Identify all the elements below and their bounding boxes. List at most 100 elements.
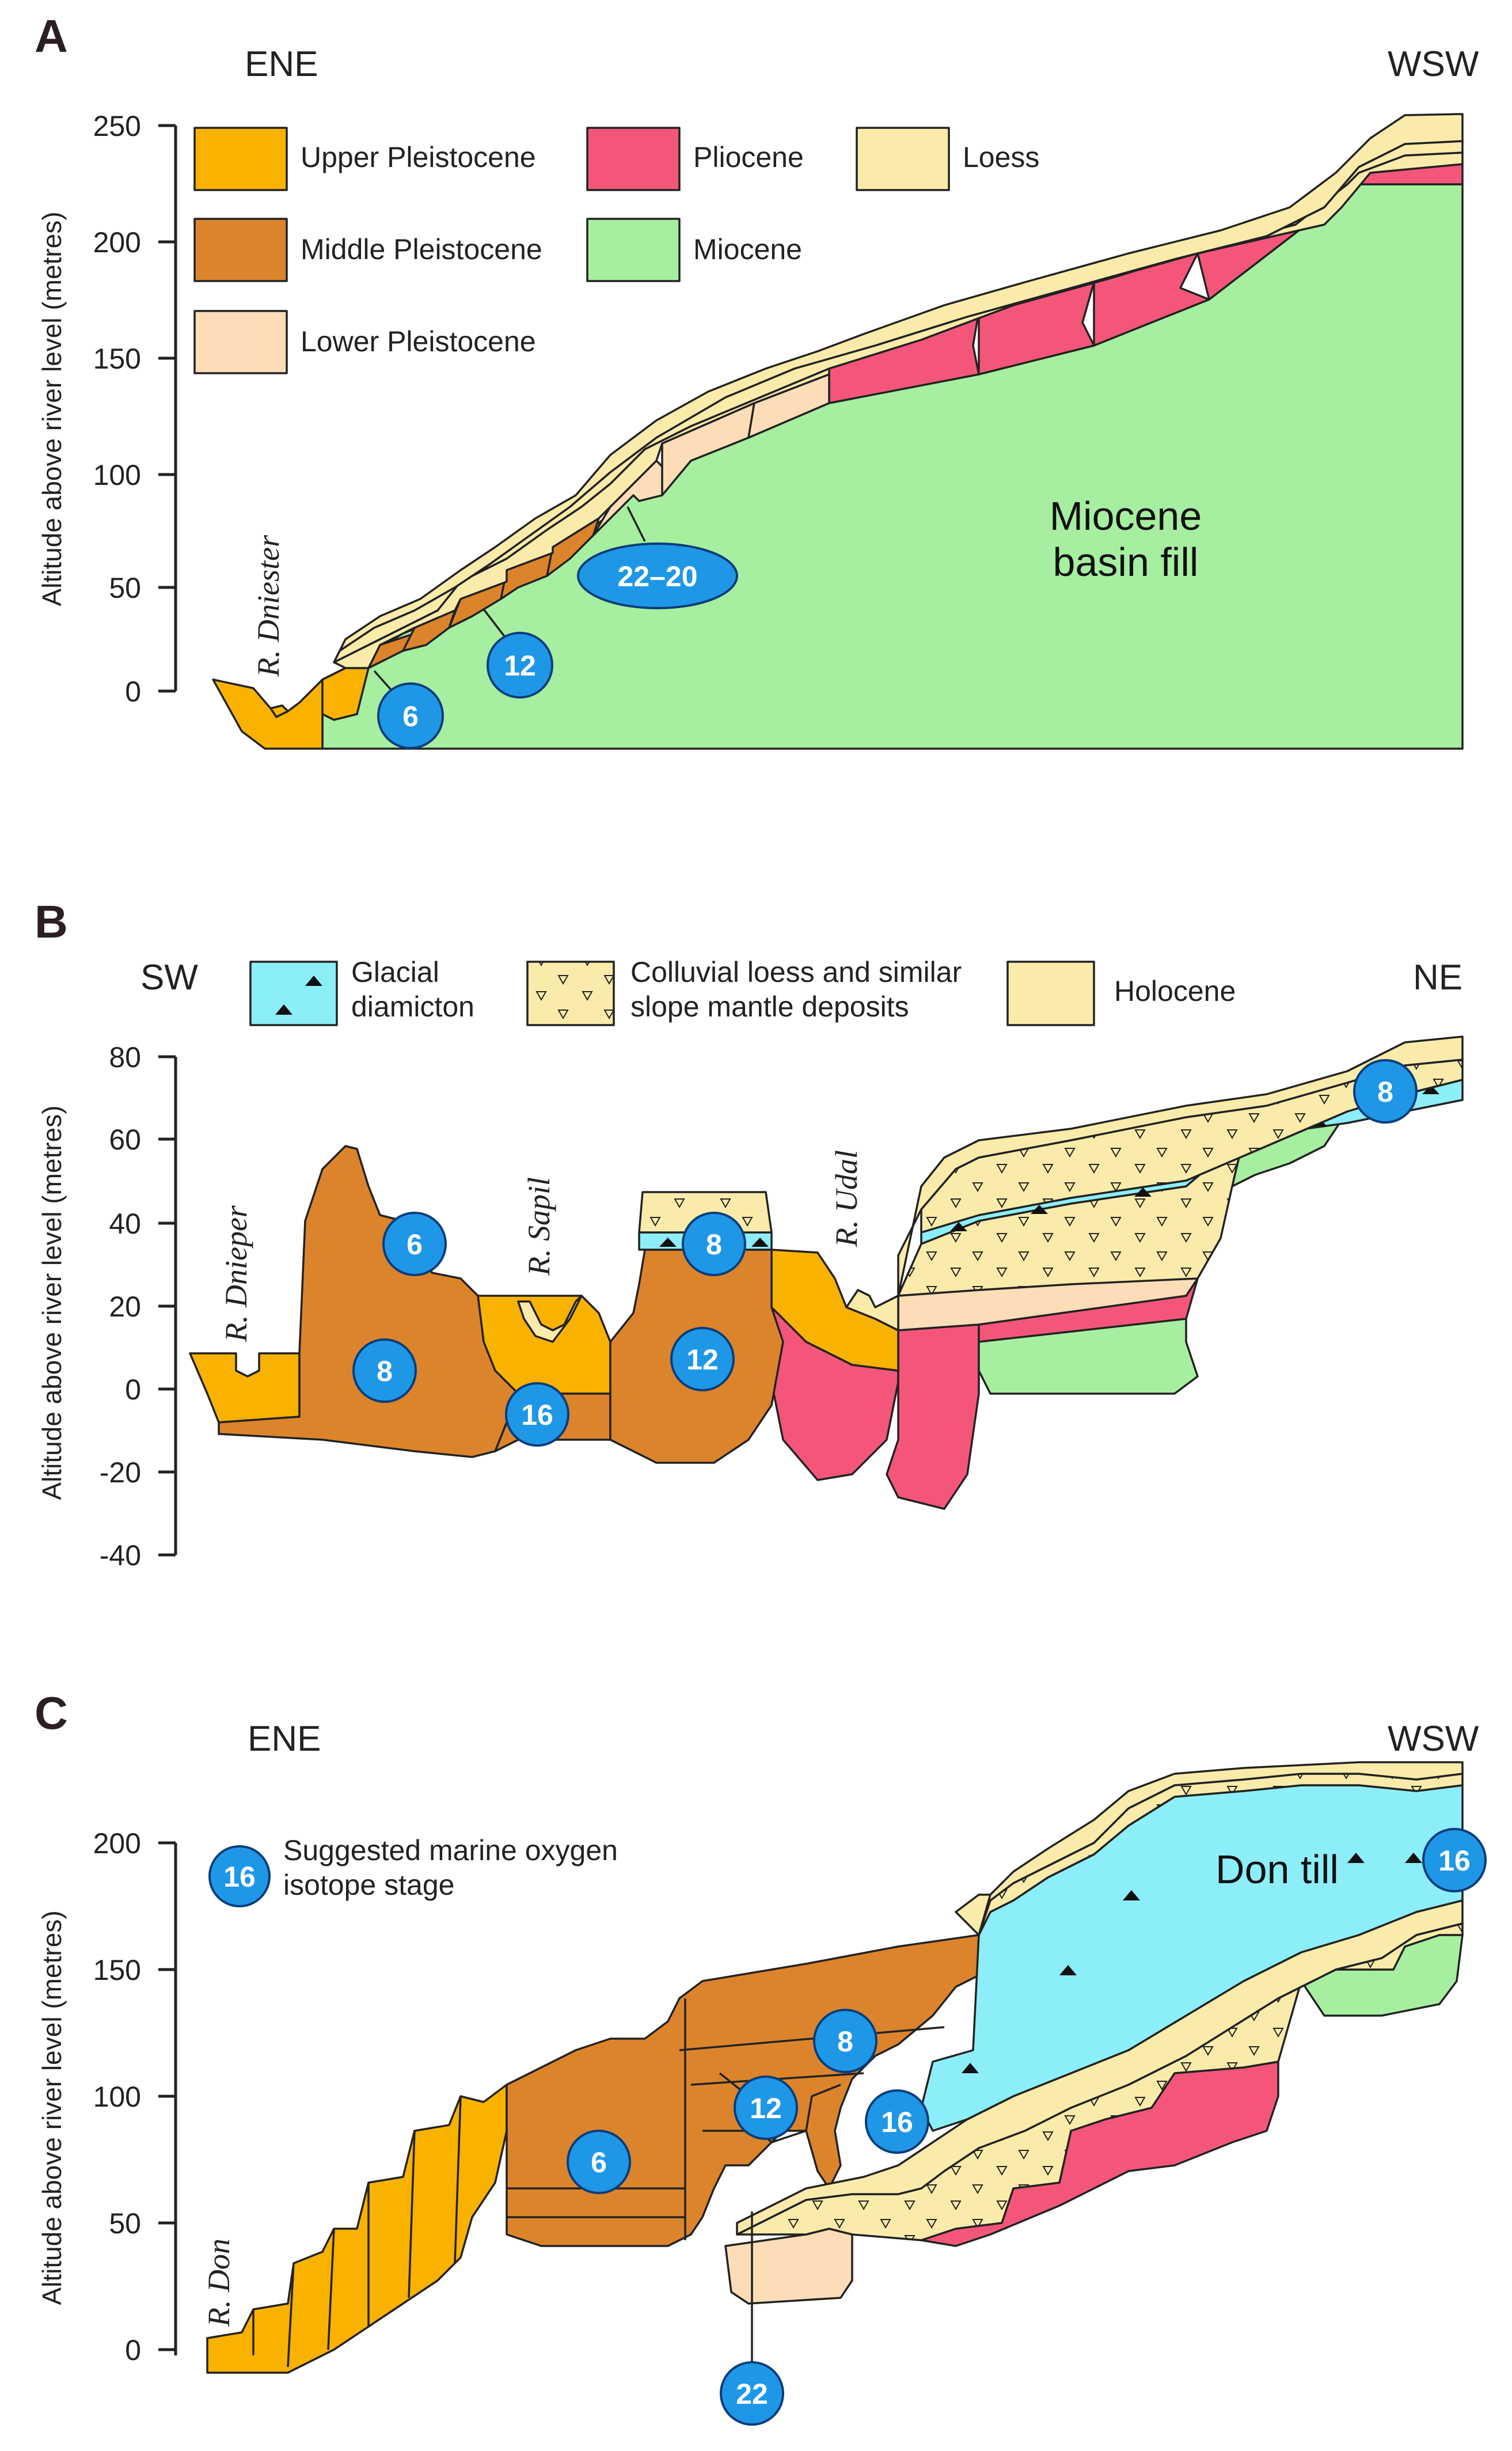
legend-swatch-glacial-diamicton <box>249 961 338 1026</box>
svg-text:16: 16 <box>881 2106 913 2138</box>
legend-swatch-loess <box>856 127 950 191</box>
legend-swatch-miocene <box>586 218 681 282</box>
colluvial-cap-sapil <box>638 1191 773 1234</box>
panel-a-tick-0: 0 <box>125 676 141 708</box>
miocene-body <box>978 1318 1199 1395</box>
panel-c-badge-16-middle: 16 <box>865 2089 929 2154</box>
holocene-udal <box>845 1289 899 1331</box>
upper-pleistocene-valley <box>212 678 324 750</box>
panel-c: C ENE WSW 200 150 100 50 0 Altitude abov… <box>35 1687 1487 2426</box>
svg-text:12: 12 <box>504 650 536 682</box>
panel-b-cross-section <box>189 1035 1464 1510</box>
panel-a-tick-200: 200 <box>93 226 141 259</box>
panel-a-tick-150: 150 <box>93 343 141 375</box>
river-sapil-label: R. Sapil <box>522 1177 556 1276</box>
panel-b-y-axis-label: Altitude above river level (metres) <box>37 1105 67 1500</box>
legend-badge-icon <box>208 1845 271 1907</box>
panel-b-letter: B <box>35 896 68 947</box>
panel-a-badge-12: 12 <box>487 632 553 699</box>
panel-a-badge-22-20: 22–20 <box>577 542 738 609</box>
panel-a-left-direction: ENE <box>245 44 318 84</box>
legend-badge-text: 16 <box>223 1861 256 1893</box>
legend-swatch-lower-pleistocene <box>193 310 288 374</box>
panel-c-badge-22: 22 <box>720 2361 784 2426</box>
middle-pleistocene-block-1 <box>218 1145 519 1458</box>
legend-label-glacial-line2: diamicton <box>351 991 474 1023</box>
svg-text:8: 8 <box>1377 1076 1393 1108</box>
svg-text:12: 12 <box>750 2092 782 2124</box>
panel-c-badge-16-right: 16 <box>1422 1828 1487 1892</box>
panel-b-legend: Glacial diamicton Colluvial loess and si… <box>249 956 1236 1026</box>
panel-a-legend: Upper Pleistocene Pliocene Loess Middle … <box>193 127 1039 374</box>
legend-label-lower-pleistocene: Lower Pleistocene <box>301 325 536 358</box>
panel-c-badge-8: 8 <box>813 2009 877 2073</box>
legend-label-loess: Loess <box>963 141 1039 173</box>
panel-b-tick-0: 0 <box>125 1374 141 1406</box>
loess-lip <box>955 1894 991 1936</box>
panel-c-cross-section <box>206 1761 1464 2378</box>
panel-c-left-direction: ENE <box>248 1719 321 1759</box>
triangle-icon <box>659 1238 769 1247</box>
panel-a-y-axis-label: Altitude above river level (metres) <box>37 211 67 606</box>
miocene-basin-fill-label-1: Miocene <box>1050 494 1202 538</box>
upper-pleistocene-staircase <box>206 2084 508 2374</box>
panel-b-tick-minus-40: -40 <box>100 1539 141 1572</box>
panel-b-tick-minus-20: -20 <box>100 1456 141 1489</box>
miocene-basin-fill-label-2: basin fill <box>1053 540 1199 585</box>
panel-a: A ENE WSW 250 200 150 100 50 0 Altitude … <box>35 10 1479 750</box>
svg-text:8: 8 <box>706 1228 722 1261</box>
panel-c-legend: 16 Suggested marine oxygen isotope stage <box>208 1834 618 1907</box>
panel-c-y-axis: 200 150 100 50 0 Altitude above river le… <box>37 1827 177 2366</box>
panel-b-badge-8-right: 8 <box>1353 1059 1418 1124</box>
panel-c-tick-100: 100 <box>93 2081 141 2113</box>
legend-swatch-pliocene <box>586 127 681 191</box>
svg-text:22: 22 <box>736 2378 768 2410</box>
panel-b-tick-60: 60 <box>109 1124 141 1156</box>
legend-swatch-upper-pleistocene <box>193 127 288 191</box>
panel-a-y-axis: 250 200 150 100 50 0 Altitude above rive… <box>37 110 177 708</box>
legend-label-colluvial-line2: slope mantle deposits <box>630 991 909 1023</box>
panel-b-badge-6: 6 <box>382 1212 447 1276</box>
panel-c-y-axis-label: Altitude above river level (metres) <box>37 1910 67 2305</box>
legend-label-holocene: Holocene <box>1114 975 1236 1007</box>
river-dnieper-label: R. Dnieper <box>219 1205 253 1342</box>
panel-c-tick-0: 0 <box>125 2334 141 2366</box>
holocene-sapil <box>517 1295 583 1343</box>
panel-a-tick-250: 250 <box>93 110 141 142</box>
panel-b: B SW NE 80 60 40 20 0 -20 -40 Altitude a… <box>35 896 1464 1572</box>
legend-label-miocene: Miocene <box>693 233 802 265</box>
panel-a-tick-50: 50 <box>109 572 141 604</box>
panel-c-tick-50: 50 <box>109 2207 141 2240</box>
svg-text:12: 12 <box>686 1344 719 1376</box>
panel-c-tick-150: 150 <box>93 1954 141 1986</box>
legend-label-colluvial-line1: Colluvial loess and similar <box>630 956 962 988</box>
svg-text:8: 8 <box>377 1355 393 1387</box>
river-dniester-label: R. Dniester <box>251 534 286 677</box>
svg-text:22–20: 22–20 <box>617 560 697 593</box>
holocene-cover <box>897 1035 1464 1297</box>
panel-b-badge-8-left: 8 <box>352 1338 417 1403</box>
svg-text:6: 6 <box>407 1228 423 1261</box>
loess-upper-band <box>336 113 1464 658</box>
pliocene-body-2 <box>886 1323 980 1510</box>
panel-c-letter: C <box>35 1687 68 1739</box>
legend-swatch-colluvial-loess <box>526 961 615 1026</box>
legend-oxygen-line1: Suggested marine oxygen <box>283 1834 618 1866</box>
panel-b-tick-20: 20 <box>109 1291 141 1323</box>
river-don-label: R. Don <box>202 2238 236 2327</box>
legend-label-upper-pleistocene: Upper Pleistocene <box>301 141 536 173</box>
panel-a-letter: A <box>35 10 68 62</box>
legend-oxygen-line2: isotope stage <box>283 1869 454 1901</box>
upper-pleistocene-dnieper <box>189 1352 301 1424</box>
river-udal-label: R. Udal <box>829 1150 864 1247</box>
lower-pleistocene-body <box>724 2228 853 2305</box>
pliocene-terrace-3 <box>1093 252 1210 347</box>
legend-swatch-holocene <box>1006 961 1095 1026</box>
legend-swatch-middle-pleistocene <box>193 218 288 282</box>
panel-c-right-direction: WSW <box>1388 1719 1479 1759</box>
svg-text:16: 16 <box>521 1399 553 1431</box>
triangle-icon <box>275 976 322 1015</box>
panel-b-left-direction: SW <box>140 958 198 997</box>
panel-b-right-direction: NE <box>1413 958 1462 997</box>
